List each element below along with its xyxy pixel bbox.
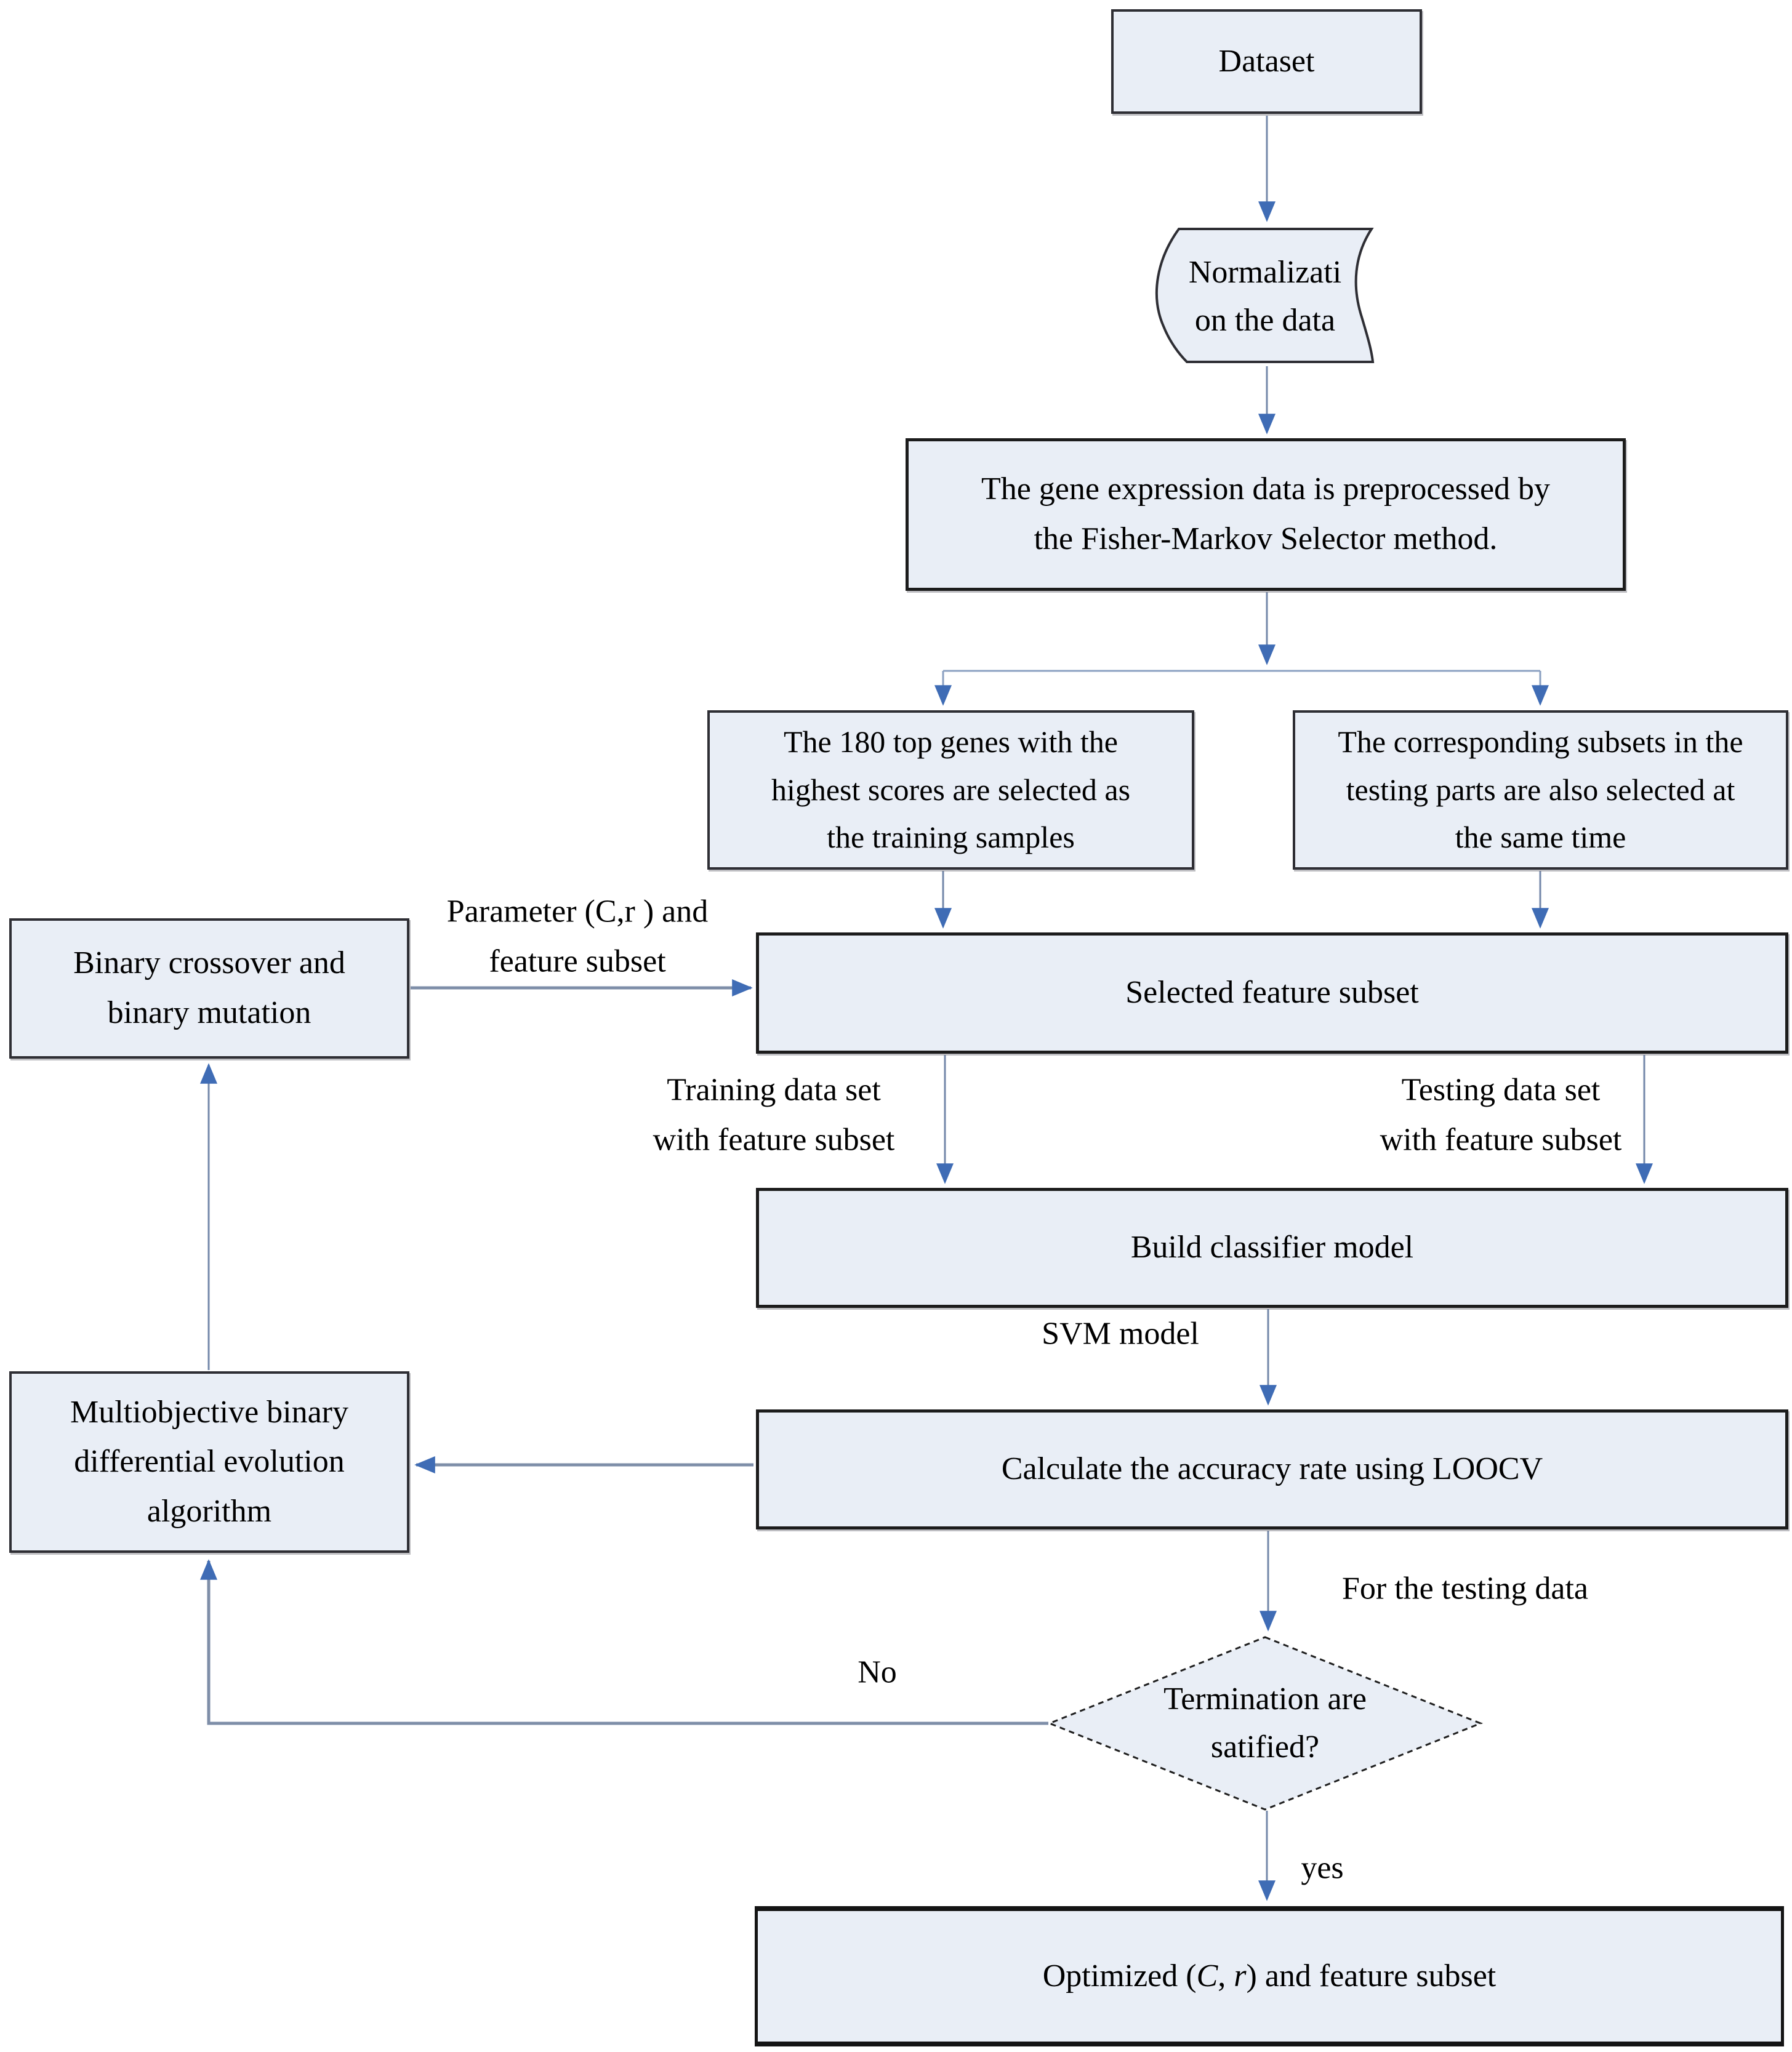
node-preprocess: The gene expression data is preprocessed… (906, 438, 1626, 591)
document-shape (1155, 228, 1375, 363)
edge-label-svm-model: SVM model (1042, 1316, 1199, 1352)
node-normalization-label: Normalizati on the data (1188, 255, 1342, 338)
edge-label-parameter: Parameter (C,r ) and feature subset (446, 894, 709, 979)
edge-label-no: No (858, 1654, 897, 1690)
optimized-text: Optimized (C, r) and feature subset (1042, 1958, 1497, 1994)
node-selected-subset: Selected feature subset (756, 932, 1788, 1054)
node-optimized: Optimized (C, r) and feature subset (755, 1906, 1784, 2046)
node-dataset: Dataset (1111, 9, 1422, 114)
edge-label-for-testing-data: For the testing data (1341, 1571, 1589, 1606)
node-termination-label: Termination are satified? (1163, 1681, 1367, 1765)
node-build-model: Build classifier model (756, 1188, 1788, 1308)
node-testing-subsets: The corresponding subsets in the testing… (1293, 710, 1788, 870)
node-top-genes: The 180 top genes with the highest score… (707, 710, 1194, 870)
decision-diamond (1047, 1636, 1484, 1811)
edge-label-yes: yes (1301, 1850, 1344, 1886)
node-mobde: Multiobjective binary differential evolu… (9, 1371, 409, 1553)
edge-label-testing: Testing data set with feature subset (1380, 1072, 1622, 1157)
node-loocv: Calculate the accuracy rate using LOOCV (756, 1409, 1788, 1529)
edge-label-training: Training data set with feature subset (653, 1072, 895, 1157)
arrow-no-loop (200, 1559, 1048, 1725)
node-binary-ops: Binary crossover and binary mutation (9, 918, 409, 1059)
